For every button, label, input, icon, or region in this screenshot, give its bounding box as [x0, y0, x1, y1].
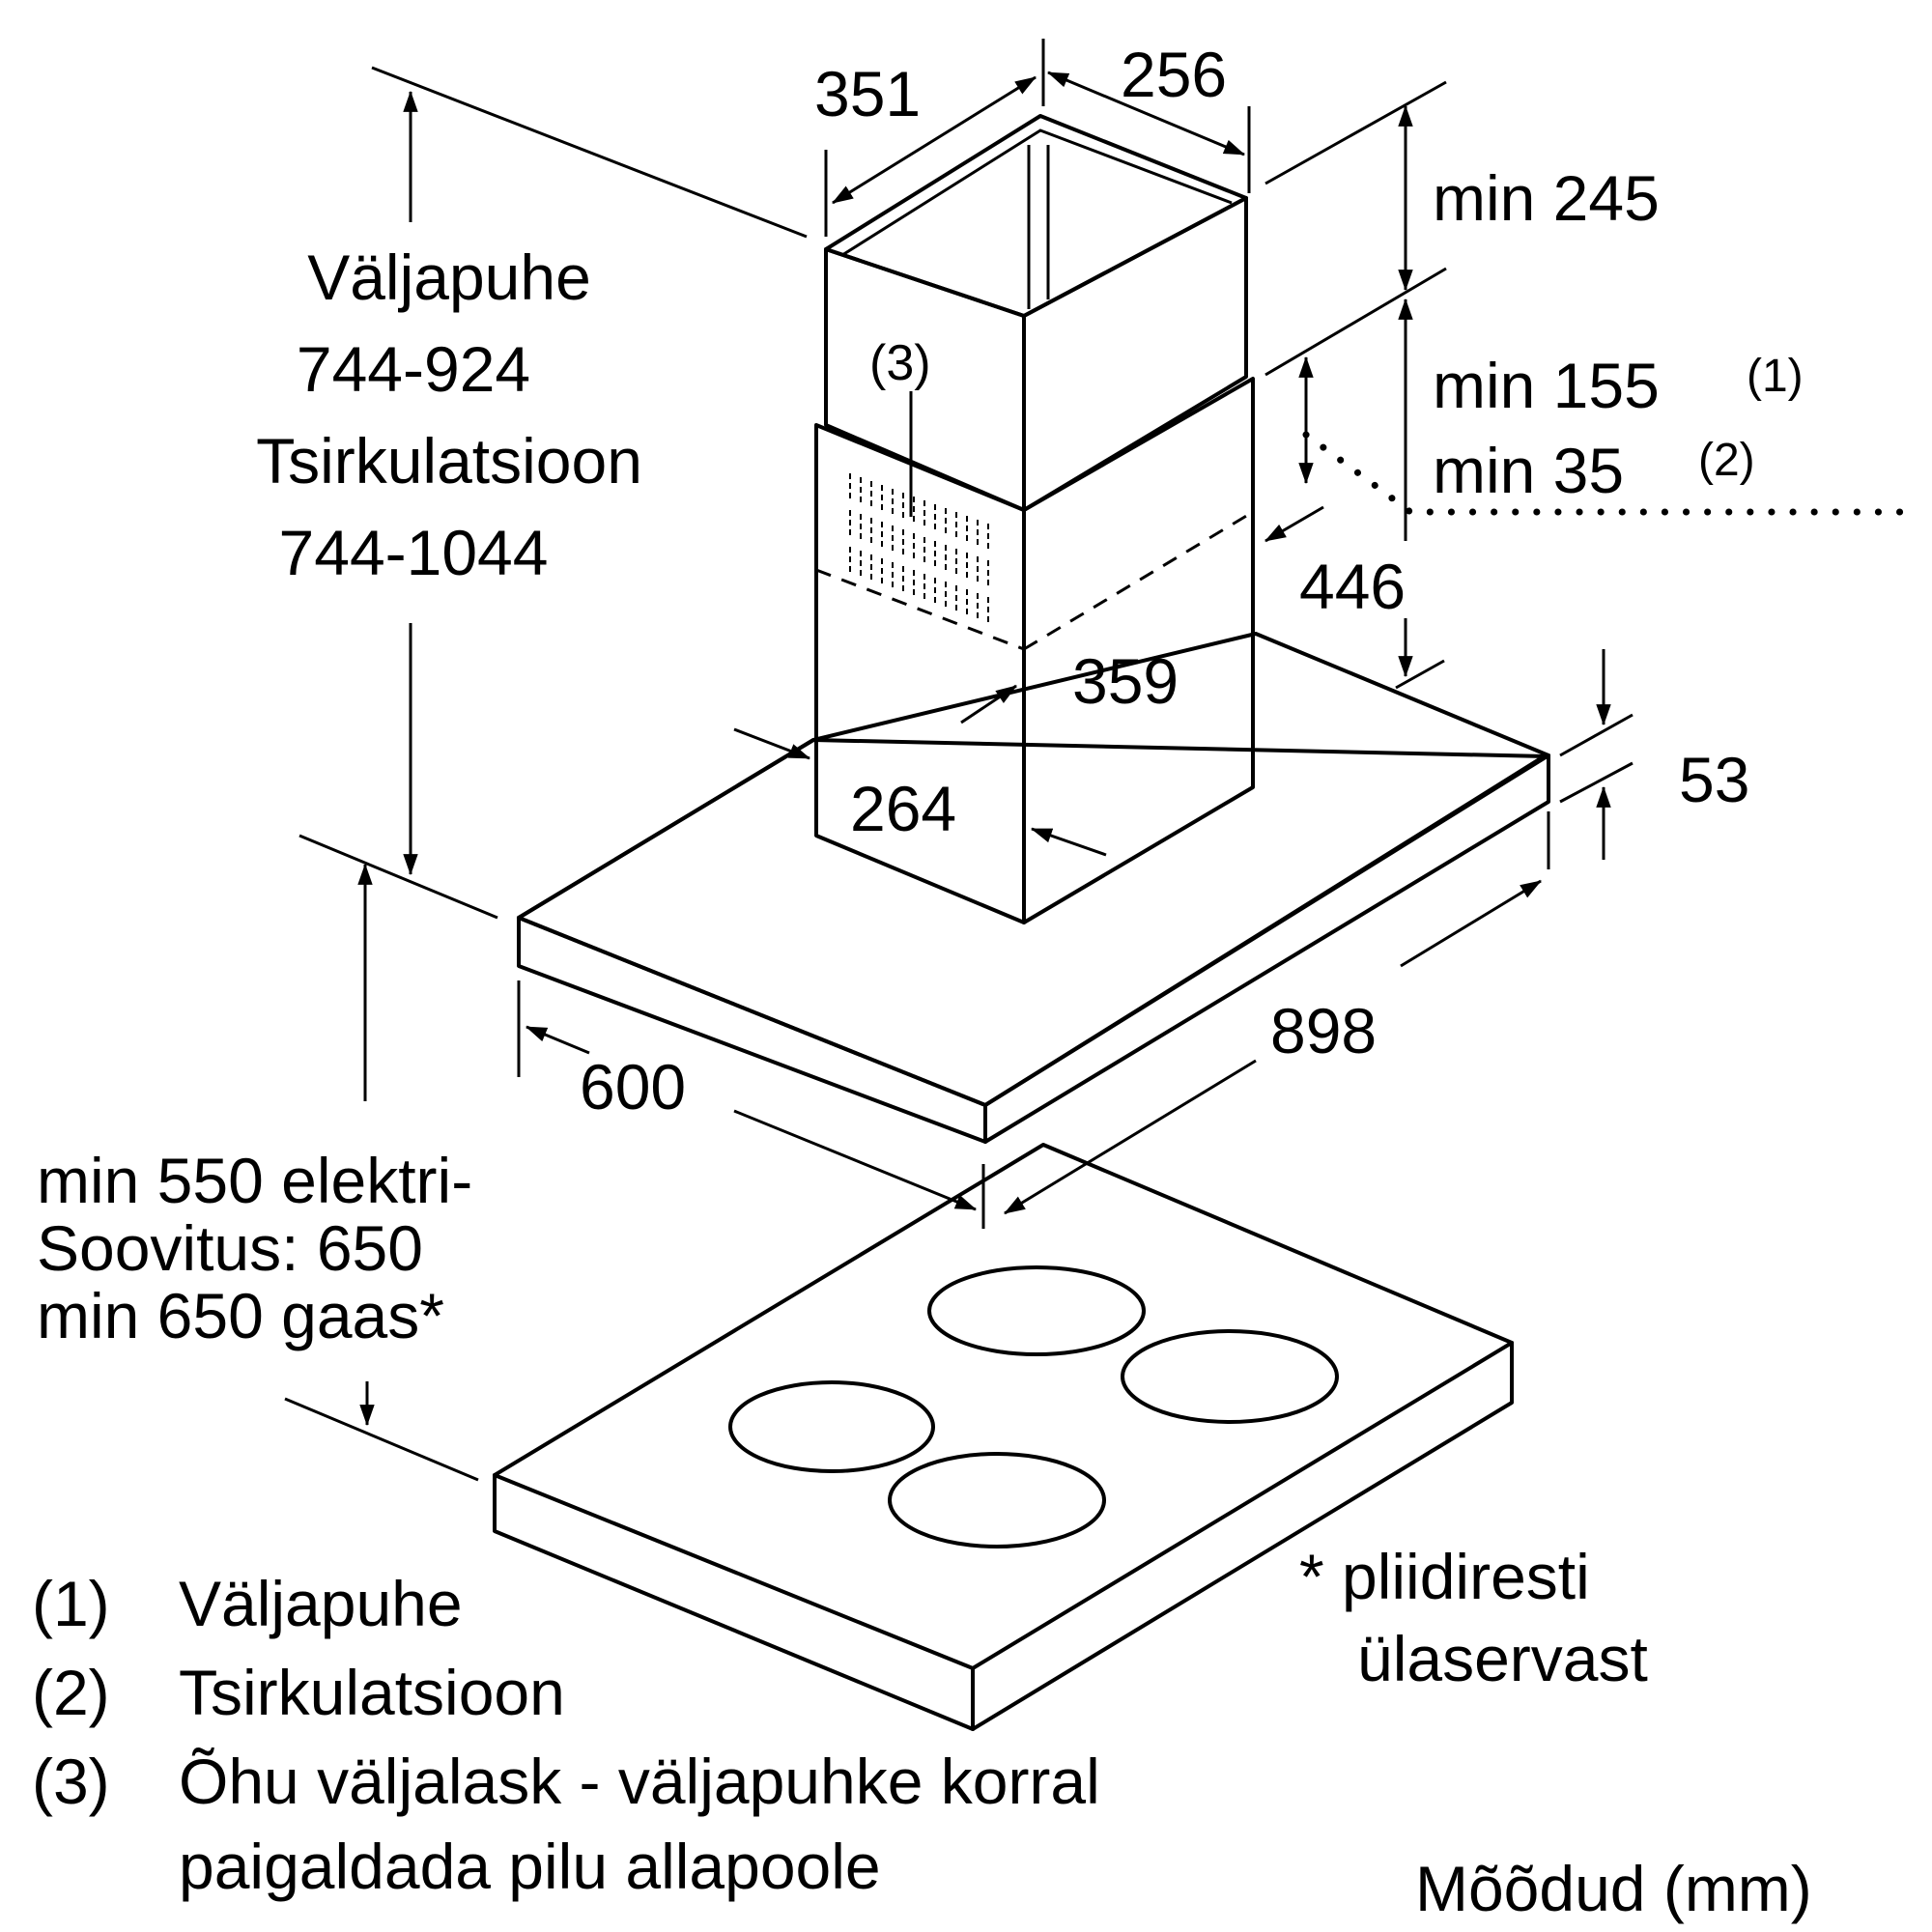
hob-line-3: min 650 gaas* — [37, 1280, 444, 1351]
legend-text-1: Väljapuhe — [179, 1568, 463, 1639]
burner-back-right — [1121, 1329, 1339, 1424]
height-line-1: Väljapuhe — [307, 242, 591, 313]
footnote-line-1: * pliidiresti — [1299, 1541, 1590, 1612]
air-outlet-grille — [849, 473, 989, 624]
label-600: 600 — [580, 1051, 686, 1122]
height-line-3: Tsirkulatsioon — [256, 425, 642, 497]
burner-front-left — [728, 1380, 935, 1473]
footnote-line-2: ülaservast — [1357, 1623, 1648, 1694]
height-line-4: 744-1044 — [279, 517, 549, 588]
label-ref-3: (3) — [869, 335, 931, 391]
height-range-labels: Väljapuhe 744-924 Tsirkulatsioon 744-104… — [256, 242, 642, 588]
legend-text-2: Tsirkulatsioon — [179, 1657, 565, 1728]
units-label: Mõõdud (mm) — [1415, 1853, 1812, 1924]
hob-line-1: min 550 elektri- — [37, 1145, 472, 1216]
dimension-lines — [284, 39, 1917, 1482]
label-359: 359 — [1072, 645, 1179, 717]
label-ref-1: (1) — [1747, 351, 1804, 402]
legend-num-2: (2) — [32, 1657, 110, 1728]
dimension-labels: 351 256 min 245 min 155 (1) min 35 (2) 4… — [580, 39, 1804, 1122]
label-53: 53 — [1679, 744, 1749, 815]
label-min-245: min 245 — [1433, 162, 1660, 234]
footnote: * pliidiresti ülaservast — [1299, 1541, 1648, 1694]
height-line-2: 744-924 — [297, 333, 530, 405]
label-256: 256 — [1121, 39, 1227, 110]
legend-num-1: (1) — [32, 1568, 110, 1639]
chimney-upper — [824, 114, 1248, 512]
burner-front-right — [888, 1452, 1106, 1548]
label-264: 264 — [850, 773, 956, 844]
cooktop — [493, 1143, 1514, 1731]
label-446: 446 — [1299, 551, 1406, 622]
legend-text-3: Õhu väljalask - väljapuhke korral — [179, 1746, 1100, 1817]
hood-canopy — [517, 632, 1550, 1144]
hob-line-2: Soovitus: 650 — [37, 1212, 423, 1284]
label-min-155: min 155 — [1433, 350, 1660, 421]
label-min-35: min 35 — [1433, 435, 1624, 506]
label-351: 351 — [814, 58, 921, 129]
burner-back-left — [927, 1265, 1146, 1356]
legend-text-4: paigaldada pilu allapoole — [179, 1831, 881, 1902]
label-898: 898 — [1270, 995, 1377, 1066]
legend-num-3: (3) — [32, 1746, 110, 1817]
legend: (1) Väljapuhe (2) Tsirkulatsioon (3) Õhu… — [32, 1568, 1100, 1902]
hob-clearance-labels: min 550 elektri- Soovitus: 650 min 650 g… — [37, 1145, 472, 1351]
label-ref-2: (2) — [1698, 435, 1755, 486]
